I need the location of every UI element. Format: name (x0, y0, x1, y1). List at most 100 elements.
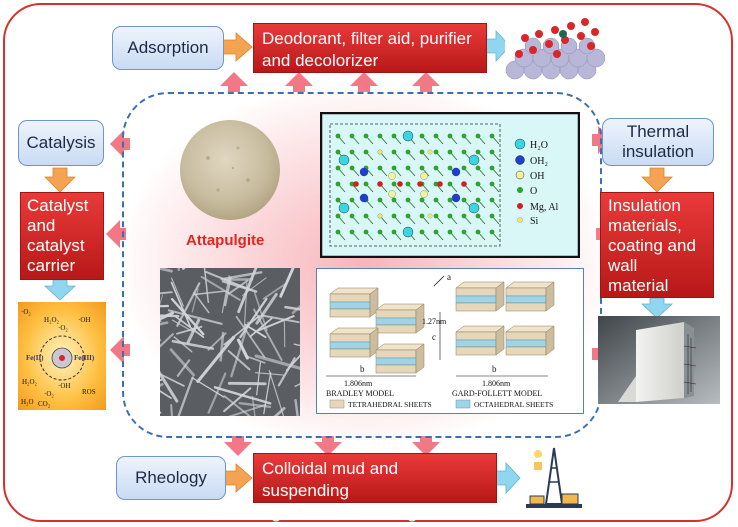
oxygen-atom (419, 213, 425, 219)
catalyst-text-o2-top: ·O₂ (21, 308, 31, 316)
app-thermal-line4: wall (608, 256, 638, 275)
insulated-wall-image (598, 316, 720, 404)
sem-fiber (254, 372, 284, 376)
bradley-block-3-tetra-lower (375, 364, 417, 374)
sem-fiber (294, 383, 300, 388)
bradley-block-2-tetra-upper (329, 333, 371, 343)
si-atom (377, 149, 383, 155)
oxygen-atom (419, 165, 425, 171)
sem-fiber (177, 376, 194, 416)
sem-fiber (254, 354, 300, 370)
node-adsorption-label: Adsorption (127, 38, 209, 57)
catalyst-text-h2o: H₂O (21, 398, 34, 406)
sem-fiber (170, 298, 205, 336)
sem-fiber (167, 309, 223, 325)
oxygen-atom (419, 149, 425, 155)
water-molecule (402, 226, 414, 238)
catalyst-text-fe3: Fe(III) (74, 354, 95, 362)
water-molecule (468, 202, 480, 214)
oxygen-atom (475, 149, 481, 155)
bradley-block-1-tetra-lower (375, 324, 417, 334)
axis-b-left: b (360, 364, 365, 374)
dim-right-label: 1.806nm (482, 379, 511, 388)
oxygen-atom (433, 149, 439, 155)
gard-block-2-tetra-lower (455, 346, 497, 356)
sem-fiber (174, 315, 205, 339)
sem-fiber (169, 348, 196, 377)
oxygen-atom (433, 165, 439, 171)
oxygen-atom (405, 197, 411, 203)
arrow-down-3 (412, 436, 440, 456)
oxygen-atom (349, 149, 355, 155)
model-blocks (329, 281, 555, 374)
oxygen-atom (475, 213, 481, 219)
oh2-group (359, 167, 369, 177)
sem-fiber (196, 335, 236, 383)
node-catalysis-label: Catalysis (26, 133, 96, 152)
sem-fiber (230, 321, 250, 378)
oxygen-atom (475, 197, 481, 203)
oh-group (420, 172, 428, 180)
catalyst-text-fe2: Fe(II) (26, 354, 44, 362)
sem-fiber (160, 373, 185, 387)
oxygen-atom (461, 149, 467, 155)
bradley-block-2-octa (329, 341, 371, 350)
catalyst-text-ros: ROS (82, 388, 96, 396)
oxygen-atom (461, 133, 467, 139)
oxygen-atom (377, 197, 383, 203)
arrow-catalysis (44, 167, 76, 193)
surface-lattice-image (505, 12, 605, 80)
oxygen-atom (391, 229, 397, 235)
oxygen-atom (447, 181, 453, 187)
arrow-to-surface-image (485, 29, 511, 63)
gard-block-3-tetra-lower (505, 346, 547, 356)
sem-fiber (291, 304, 300, 315)
mg-al-atom (397, 181, 403, 187)
arrow-left-2 (106, 220, 126, 248)
bradley-block-1-tetra-upper (375, 309, 417, 319)
oxygen-atom (405, 165, 411, 171)
app-thermal-line1: Insulation (608, 196, 681, 215)
sem-fiber (249, 317, 273, 338)
oxygen-atom (433, 213, 439, 219)
sem-fiber (219, 331, 225, 362)
sem-fiber (227, 350, 251, 371)
legend-o: O (530, 186, 537, 197)
oxygen-atom (447, 213, 453, 219)
sem-fiber (160, 291, 173, 295)
app-catalysis-line2: and (27, 216, 56, 235)
oxygen-atom (461, 197, 467, 203)
oxygen-atom (335, 213, 341, 219)
legend-mg-al: Mg, Al (530, 202, 559, 213)
sem-fiber (207, 372, 227, 414)
sem-fiber (213, 386, 272, 405)
oxygen-atom (489, 181, 495, 187)
sem-fiber (273, 406, 286, 416)
oxygen-atom (363, 149, 369, 155)
sem-fiber (160, 390, 172, 399)
legend-si: Si (530, 216, 539, 227)
oh2-group (451, 167, 461, 177)
si-atom (377, 213, 383, 219)
sem-fiber (193, 290, 226, 296)
app-adsorption-line2: and decolorizer (262, 51, 379, 70)
arrow-up-1 (220, 72, 248, 92)
oxygen-atom (335, 181, 341, 187)
arrow-left-1 (110, 130, 130, 158)
oxygen-atom (475, 181, 481, 187)
oxygen-atom (405, 149, 411, 155)
app-rheology: Colloidal mud and suspending agent for w… (253, 453, 497, 522)
oxygen-atom (489, 229, 495, 235)
oxygen-atom (391, 197, 397, 203)
oxygen-atom (363, 229, 369, 235)
sem-fiber (239, 297, 268, 339)
oxygen-atom (377, 133, 383, 139)
arrow-thermal (641, 167, 673, 193)
si-atom (427, 213, 433, 219)
node-thermal-label-2: insulation (622, 142, 694, 161)
oxygen-atom (419, 197, 425, 203)
sem-fiber (191, 377, 225, 398)
oxygen-atom (461, 165, 467, 171)
oxygen-atom (349, 197, 355, 203)
mg-al-atom (437, 181, 443, 187)
